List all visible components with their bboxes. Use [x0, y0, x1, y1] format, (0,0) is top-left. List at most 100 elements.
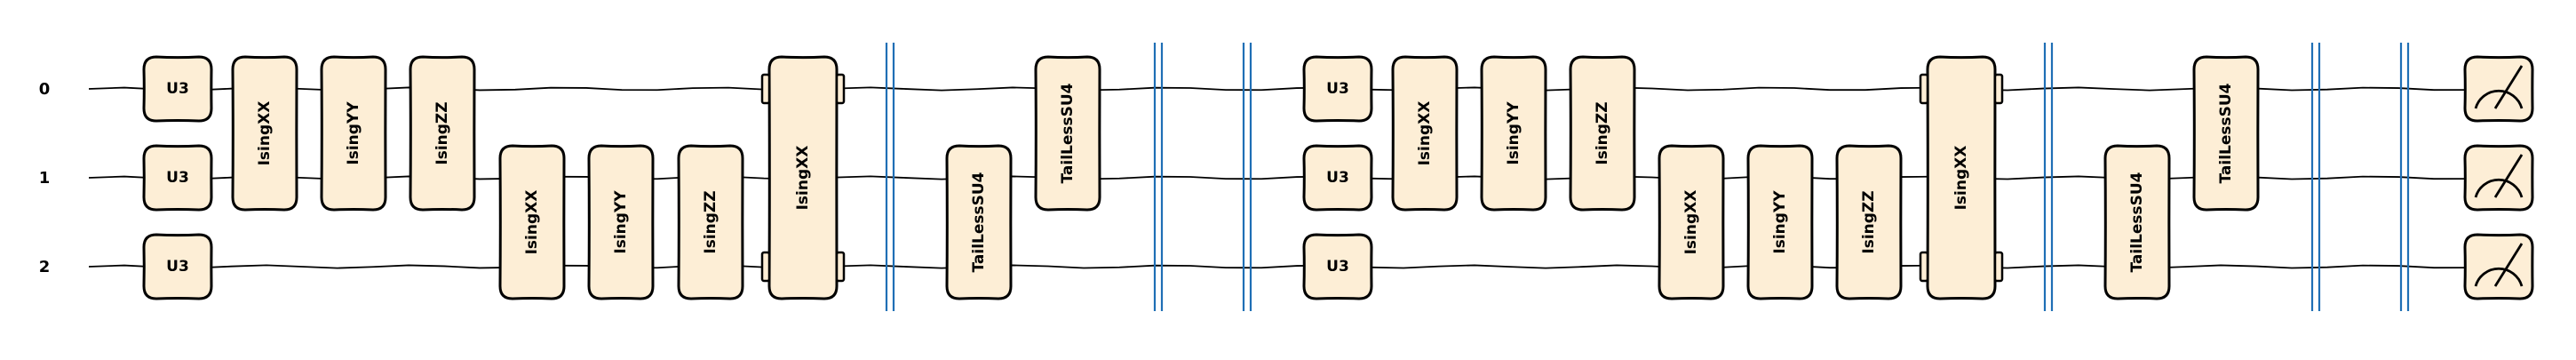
gate-isingzz: IsingZZ	[677, 144, 744, 300]
gate-box	[1302, 55, 1373, 123]
gate-isingzz: IsingZZ	[409, 55, 476, 212]
gate-label: IsingXX	[256, 101, 274, 166]
gate-port-tab	[1919, 73, 1929, 105]
gate-box	[767, 55, 839, 300]
gate-isingyy: IsingYY	[1480, 55, 1547, 212]
gate-u3: U3	[142, 233, 213, 300]
gate-port-tab	[1993, 73, 2004, 105]
gate-isingxx: IsingXX	[231, 55, 298, 212]
gate-box	[1302, 233, 1373, 300]
wire-label-0: 0	[39, 80, 51, 99]
gate-label: IsingZZ	[702, 190, 720, 253]
gate-label: TailLessSU4	[970, 172, 988, 272]
gate-port-tab	[1919, 251, 1929, 283]
gate-box	[2192, 55, 2260, 212]
measurement-meter-icon	[2474, 243, 2524, 287]
measurement-box	[2463, 55, 2534, 123]
gate-box	[320, 55, 387, 212]
gate-u3: U3	[1302, 233, 1373, 300]
gate-label: IsingXX	[794, 146, 812, 211]
gate-isingyy: IsingYY	[587, 144, 655, 300]
gate-box	[1480, 55, 1547, 212]
gate-label: TailLessSU4	[2217, 83, 2235, 183]
gate-label: IsingXX	[1952, 146, 1970, 211]
meter-arc	[2474, 178, 2524, 198]
measurement-2	[2463, 233, 2534, 300]
gate-label: IsingZZ	[433, 101, 451, 164]
gate-isingyy: IsingYY	[320, 55, 387, 212]
gate-label: IsingYY	[1505, 101, 1523, 165]
measurement-box	[2463, 144, 2534, 212]
gate-box	[1926, 55, 1997, 300]
gate-box	[142, 144, 213, 212]
barrier	[1242, 43, 1252, 311]
gate-label: IsingZZ	[1860, 190, 1878, 253]
meter-needle	[2493, 65, 2524, 109]
gate-isingzz: IsingZZ	[1835, 144, 1903, 300]
gate-box	[1835, 144, 1903, 300]
gate-isingxx: IsingXX	[1919, 55, 2004, 300]
gate-label: IsingYY	[345, 101, 362, 165]
meter-arc	[2474, 89, 2524, 109]
gate-box	[677, 144, 744, 300]
gate-box	[231, 55, 298, 212]
gate-box	[1302, 144, 1373, 212]
gate-u3: U3	[142, 55, 213, 123]
gate-box	[1391, 55, 1459, 212]
gate-tailless: TailLessSU4	[945, 144, 1013, 300]
gate-port-tab	[835, 73, 846, 105]
gate-u3: U3	[142, 144, 213, 212]
gate-box	[498, 144, 566, 300]
gate-label: IsingZZ	[1594, 101, 1611, 164]
measurement-1	[2463, 144, 2534, 212]
gate-port-tab	[835, 251, 846, 283]
gate-box	[587, 144, 655, 300]
barrier	[885, 43, 895, 311]
gate-box	[409, 55, 476, 212]
gate-u3: U3	[1302, 144, 1373, 212]
gate-isingxx: IsingXX	[1658, 144, 1725, 300]
gate-tailless: TailLessSU4	[1034, 55, 1101, 212]
gate-isingxx: IsingXX	[1391, 55, 1459, 212]
gate-box	[142, 233, 213, 300]
wire-labels-layer: 0 1 2	[39, 80, 51, 276]
gate-label: U3	[1326, 258, 1349, 276]
measurement-meter-icon	[2474, 65, 2524, 109]
gate-box	[2103, 144, 2171, 300]
gate-box	[142, 55, 213, 123]
gate-box	[1746, 144, 1814, 300]
gate-port-tab	[1993, 251, 2004, 283]
gate-label: IsingXX	[1682, 190, 1700, 255]
barriers-layer	[885, 43, 2410, 311]
gate-label: TailLessSU4	[1059, 83, 1077, 183]
gate-label: IsingYY	[612, 190, 630, 254]
gate-label: IsingXX	[1416, 101, 1434, 166]
gate-label: IsingYY	[1771, 190, 1789, 254]
meter-needle	[2493, 154, 2524, 198]
wire-label-1: 1	[39, 169, 51, 188]
barrier	[1153, 43, 1164, 311]
measurement-box	[2463, 233, 2534, 300]
wire-label-2: 2	[39, 258, 51, 276]
gate-port-tab	[760, 73, 771, 105]
gate-box	[1034, 55, 1101, 212]
gate-port-tab	[760, 251, 771, 283]
barrier	[2399, 43, 2410, 311]
gate-isingxx: IsingXX	[498, 144, 566, 300]
gate-label: U3	[1326, 80, 1349, 98]
gate-label: U3	[166, 80, 189, 98]
barrier	[2043, 43, 2054, 311]
meter-needle	[2493, 243, 2524, 287]
gate-label: U3	[166, 258, 189, 276]
gate-u3: U3	[1302, 55, 1373, 123]
gate-label: U3	[1326, 169, 1349, 187]
gate-label: IsingXX	[523, 190, 541, 255]
gate-box	[1658, 144, 1725, 300]
gate-isingxx: IsingXX	[760, 55, 846, 300]
gate-tailless: TailLessSU4	[2103, 144, 2171, 300]
gate-box	[1569, 55, 1636, 212]
gate-box	[945, 144, 1013, 300]
